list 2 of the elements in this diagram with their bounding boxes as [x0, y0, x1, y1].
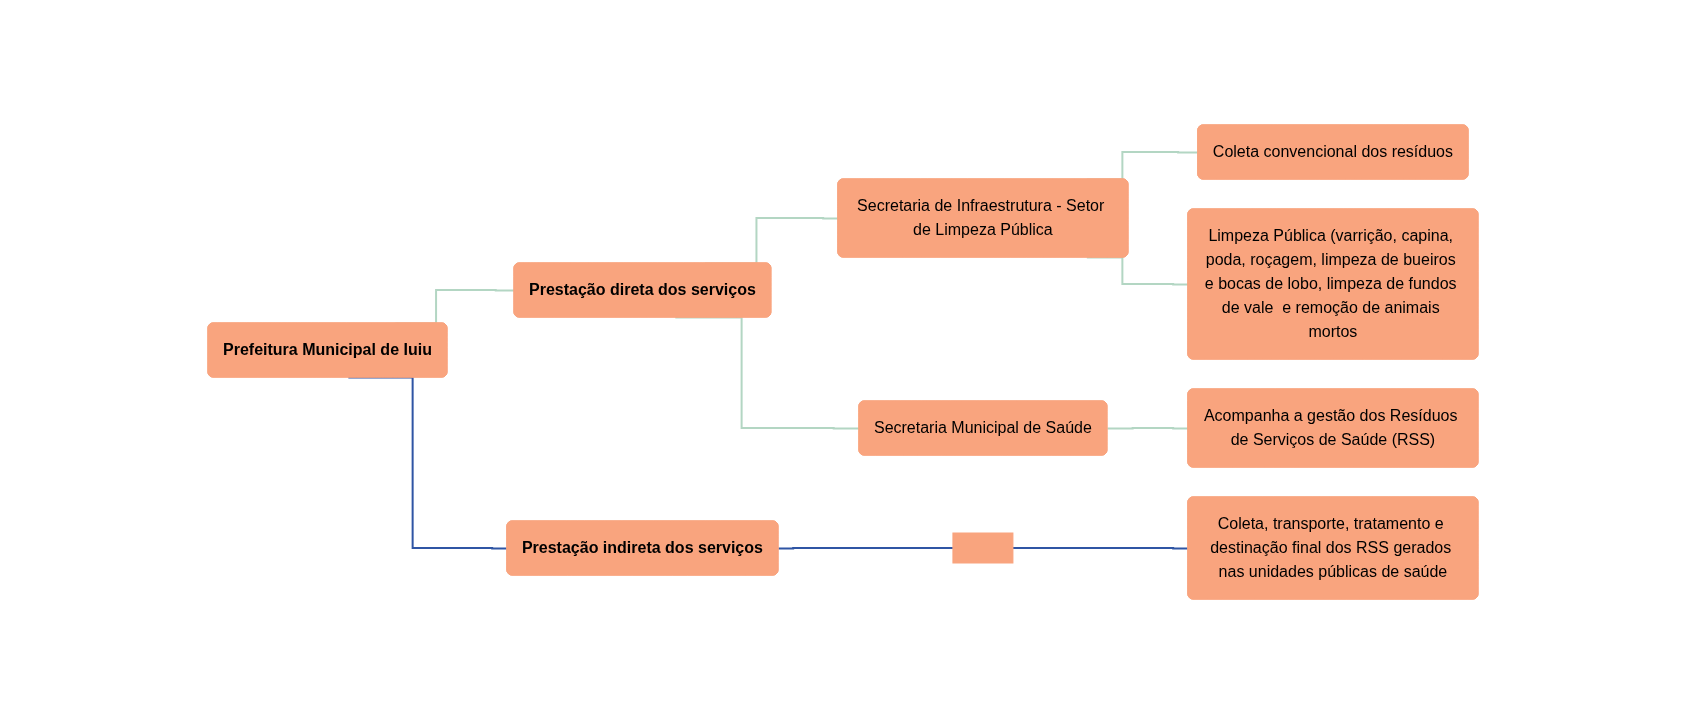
node-box — [952, 532, 1014, 564]
connector — [777, 547, 954, 550]
